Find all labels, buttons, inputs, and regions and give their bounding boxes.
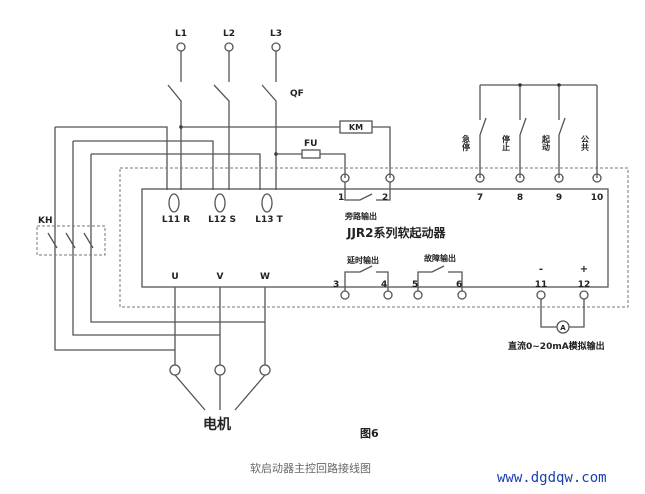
label-l3: L3 (270, 29, 282, 39)
device-name: JJR2系列软起动器 (346, 225, 447, 240)
label-v: V (217, 272, 224, 282)
label-delay-output: 延时输出 (346, 255, 379, 265)
terminal-5: 5 (412, 280, 418, 290)
label-bypass-output: 旁路输出 (344, 211, 377, 221)
watermark-url: www.dgdqw.com (497, 470, 607, 486)
label-km: KM (349, 123, 363, 132)
label-stop: 停止 (502, 134, 511, 151)
label-kh: KH (38, 216, 53, 226)
minus-sign: - (539, 264, 543, 275)
label-start: 起动 (541, 134, 551, 152)
fuse-symbol (301, 149, 321, 159)
ammeter-label: A (560, 324, 566, 332)
label-fu: FU (304, 139, 317, 149)
terminal-11: 11 (535, 280, 548, 290)
ammeter-symbol (556, 320, 570, 334)
terminal-8: 8 (517, 193, 523, 203)
terminal-4: 4 (381, 280, 387, 290)
terminal-10: 10 (591, 193, 604, 203)
label-common: 公共 (581, 135, 590, 152)
kh-box (36, 225, 106, 256)
km-coil (339, 120, 373, 134)
softstarter-body (141, 188, 609, 288)
label-motor: 电机 (203, 416, 231, 433)
control-wiring (54, 120, 391, 351)
softstarter-boundary (119, 167, 629, 308)
terminal-3: 3 (333, 280, 339, 290)
terminal-1: 1 (338, 193, 344, 203)
caption: 软启动器主控回路接线图 (250, 462, 371, 475)
ct-loops (168, 193, 273, 213)
label-l2: L2 (223, 29, 235, 39)
label-l1: L1 (175, 29, 187, 39)
label-u: U (171, 272, 178, 282)
label-fault-output: 故障输出 (424, 253, 456, 263)
terminal-12: 12 (578, 280, 591, 290)
label-analog-output: 直流0~20mA模拟输出 (508, 340, 605, 352)
label-qf: QF (290, 89, 304, 99)
terminal-9: 9 (556, 193, 562, 203)
label-l12: L12 S (208, 215, 236, 225)
terminal-7: 7 (477, 193, 483, 203)
terminal-6: 6 (456, 280, 462, 290)
label-emergency-stop: 急停 (462, 134, 471, 152)
label-l13: L13 T (255, 215, 283, 225)
label-w: W (260, 272, 270, 282)
label-l11: L11 R (162, 215, 190, 225)
phase-lines (167, 42, 281, 190)
control-labels: 急停 停止 起动 公共 (462, 134, 590, 152)
terminal-2: 2 (382, 193, 388, 203)
plus-sign: + (580, 264, 588, 275)
figure-label: 图6 (360, 427, 379, 440)
